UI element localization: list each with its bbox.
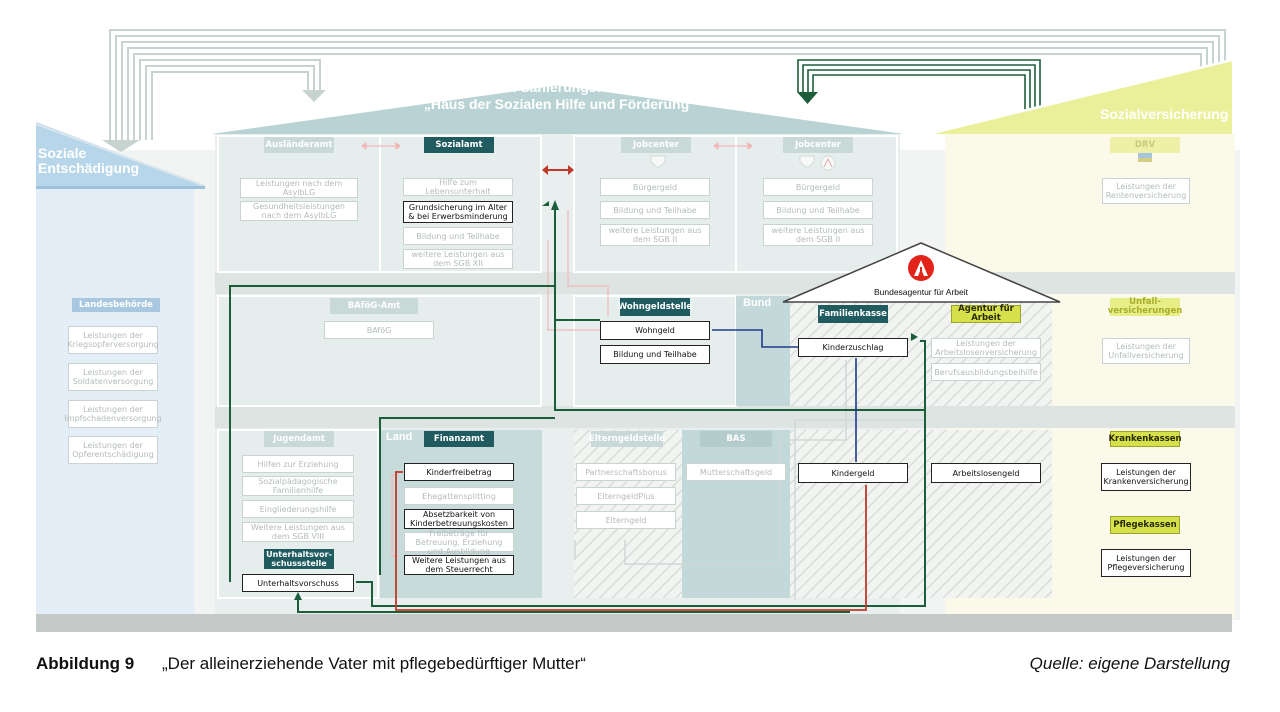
left-roof-title-line1: Soziale <box>38 145 87 161</box>
arrow-top-right-green <box>797 59 1041 110</box>
navy-path <box>712 329 857 462</box>
red-double-arrow <box>542 165 574 175</box>
office-pflegekassen: Pflegekassen <box>1110 516 1180 534</box>
benefit-kindergeld: Kindergeld <box>798 463 908 483</box>
benefit-berufsausbildungsbeihilfe: Berufsausbildungsbeihilfe <box>931 363 1041 381</box>
benefit-steuerrecht: Weitere Leistungen aus dem Steuerrecht <box>404 555 514 575</box>
bund-zone <box>736 296 790 406</box>
benefit-kinderzuschlag: Kinderzuschlag <box>798 338 908 357</box>
benefit-pflegeversicherung: Leistungen der Pflegeversicherung <box>1101 549 1191 577</box>
ba-roof-title: Bundesagentur für Arbeit <box>873 287 969 297</box>
faded-arrows <box>361 141 753 557</box>
benefit-unfallversicherung: Leistungen der Unfallversicherung <box>1102 338 1190 364</box>
benefit-wohngeld: Wohngeld <box>600 321 710 340</box>
benefit-mutterschaftsgeld: Mutterschaftsgeld <box>686 463 786 481</box>
benefit-aa1: Leistungen nach dem AsylbLG <box>240 178 358 198</box>
office-krankenkassen: Krankenkassen <box>1108 431 1182 447</box>
office-auslaenderamt: Ausländeramt <box>264 137 334 153</box>
benefit-wg-bildung: Bildung und Teilhabe <box>600 345 710 364</box>
benefit-ju3: Eingliederungshilfe <box>242 500 354 518</box>
office-familienkasse: Familienkasse <box>818 305 888 323</box>
office-landesbehoerde: Landesbehörde <box>72 298 160 312</box>
benefit-jc1a: Bürgergeld <box>600 178 710 196</box>
benefit-jc1c: weitere Leistungen aus dem SGB II <box>600 224 710 246</box>
benefit-jc1b: Bildung und Teilhabe <box>600 201 710 219</box>
figure-source: Quelle: eigene Darstellung <box>1029 654 1230 673</box>
benefit-bafoeg: BAföG <box>324 321 434 339</box>
red-path <box>395 471 867 611</box>
benefit-ehegattensplitting: Ehegattensplitting <box>404 487 514 505</box>
jobcenter-icons <box>650 155 836 171</box>
office-wohngeldstelle: Wohngeldstelle <box>618 298 692 316</box>
office-drv: DRV <box>1110 137 1180 153</box>
benefit-jc2b: Bildung und Teilhabe <box>763 201 873 219</box>
benefit-elterngeldplus: ElterngeldPlus <box>576 487 676 505</box>
left-roof-title-line2: Entschädigung <box>38 160 140 176</box>
benefit-unterhaltsvorschuss: Unterhaltsvorschuss <box>242 574 354 592</box>
office-jugendamt: Jugendamt <box>264 431 334 447</box>
office-unterhaltsvorschussstelle: Unterhaltsvor-schussstelle <box>264 549 334 569</box>
office-elterngeldstelle: Elterngeldstelle <box>589 431 665 447</box>
office-sozialamt: Sozialamt <box>424 137 494 153</box>
benefit-ju1: Hilfen zur Erziehung <box>242 455 354 473</box>
office-jobcenter2: Jobcenter <box>783 137 853 153</box>
arrow-top-left-grey <box>109 29 1226 140</box>
benefit-freibetraege: Freibeträge für Betreuung, Erziehung und… <box>404 529 514 556</box>
office-bafoeg-amt: BAföG-Amt <box>330 298 418 314</box>
benefit-so2: Grundsicherung im Alter & bei Erwerbsmin… <box>403 201 513 223</box>
benefit-arbeitslosenversicherung: Leistungen der Arbeitslosenversicherung <box>931 338 1041 358</box>
benefit-kinderbetreuungskosten: Absetzbarkeit von Kinderbetreuungskosten <box>404 509 514 529</box>
benefit-partnerschaftsbonus: Partnerschaftsbonus <box>576 463 676 481</box>
office-agentur-fuer-arbeit: Agentur für Arbeit <box>951 305 1021 323</box>
benefit-lb4: Leistungen der Opferentschädigung <box>68 436 158 464</box>
main-roof-title-line2: „Haus der Sozialen Hilfe und Förderung“ <box>423 96 697 112</box>
zone-label-bund: Bund <box>743 297 772 309</box>
benefit-so3: Bildung und Teilhabe <box>403 227 513 245</box>
office-bas: BAS <box>700 431 772 447</box>
benefit-elterngeld: Elterngeld <box>576 511 676 529</box>
figure-caption: „Der alleinerziehende Vater mit pflegebe… <box>162 654 586 673</box>
benefit-jc2a: Bürgergeld <box>763 178 873 196</box>
benefit-aa2: Gesundheitsleistungen nach dem AsylbLG <box>240 201 358 221</box>
office-unfallversicherungen: Unfall-versicherungen <box>1107 297 1183 316</box>
figure-label: Abbildung 9 <box>36 654 135 673</box>
main-roof-title: Ein Sanierungsfall? „Haus der Sozialen H… <box>360 79 760 113</box>
benefit-kinderfreibetrag: Kinderfreibetrag <box>404 463 514 481</box>
ground-strip <box>36 614 1232 632</box>
zone-label-land: Land <box>386 431 413 443</box>
benefit-lb3: Leistungen der Impfschadenversorgung <box>64 400 162 428</box>
left-roof-title: Soziale Entschädigung <box>38 146 139 176</box>
main-house-roof <box>202 84 913 134</box>
benefit-drv1: Leistungen der Rentenversicherung <box>1102 178 1190 204</box>
office-finanzamt: Finanzamt <box>424 431 494 447</box>
faded-paths <box>574 360 926 600</box>
benefit-lb1: Leistungen der Kriegsopferversorgung <box>67 326 159 354</box>
benefit-krankenversicherung: Leistungen der Krankenversicherung <box>1101 463 1191 491</box>
office-jobcenter1: Jobcenter <box>621 137 691 153</box>
benefit-arbeitslosengeld: Arbeitslosengeld <box>931 463 1041 483</box>
green-path <box>229 206 926 613</box>
benefit-so1: Hilfe zum Lebensunterhalt <box>403 178 513 196</box>
main-roof-title-line1: Ein Sanierungsfall? <box>494 79 626 95</box>
benefit-ju4: Weitere Leistungen aus dem SGB VIII <box>242 522 354 542</box>
benefit-jc2c: weitere Leistungen aus dem SGB II <box>763 224 873 246</box>
benefit-so4: weitere Leistungen aus dem SGB XII <box>403 249 513 269</box>
benefit-lb2: Leistungen der Soldatenversorgung <box>68 363 158 391</box>
right-roof-title: Sozialversicherung <box>1100 106 1229 122</box>
benefit-ju2: Sozialpädagogische Familienhilfe <box>242 476 354 496</box>
